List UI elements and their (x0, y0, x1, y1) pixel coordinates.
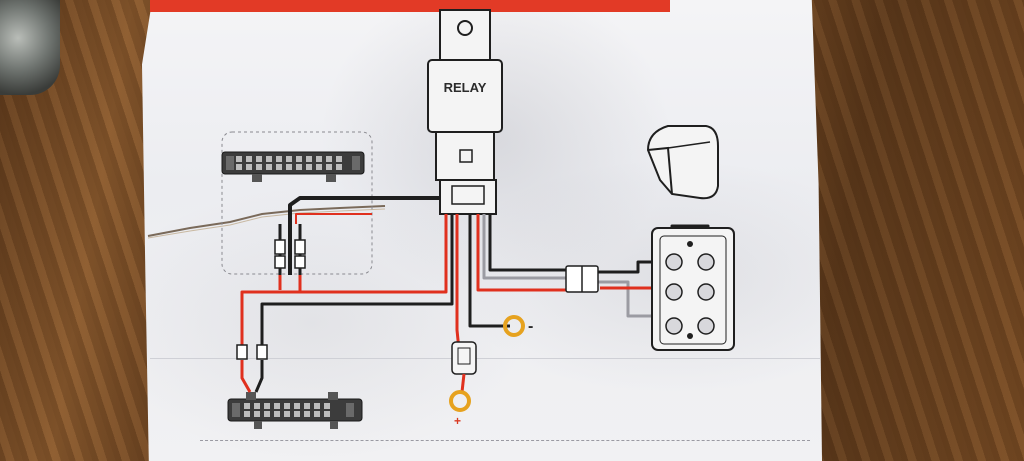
ground-label: - (528, 318, 534, 335)
cut-line (200, 440, 810, 441)
connector-top-right (294, 239, 306, 255)
switch-back-panel (651, 227, 735, 351)
wire-red-fuse (455, 214, 462, 361)
metal-clip (0, 0, 60, 95)
header-red-band (150, 0, 670, 12)
wire-black-switch (488, 214, 566, 272)
relay-label: RELAY (443, 80, 487, 95)
rocker-switch-icon (646, 125, 719, 200)
wire-black-lightbars (260, 214, 454, 345)
wire-black-relay-top (288, 196, 440, 275)
light-bar-top (221, 151, 365, 182)
connector-top-left (274, 239, 286, 255)
light-bar-bottom (227, 392, 363, 429)
wire-gray-switch (482, 214, 566, 280)
paper-fold (150, 358, 820, 359)
wire-black-ground (468, 214, 510, 328)
positive-label: + (454, 414, 462, 428)
connector-bottom-right (256, 344, 268, 360)
connector-bottom-left (236, 344, 248, 360)
ground-ring-terminal (503, 315, 525, 337)
wire-red-lightbars (240, 214, 448, 345)
fuse-holder (451, 341, 477, 393)
paper-tear (147, 205, 386, 237)
positive-ring-terminal (449, 390, 471, 412)
light-bar-group-box (221, 131, 373, 275)
relay (427, 9, 503, 215)
